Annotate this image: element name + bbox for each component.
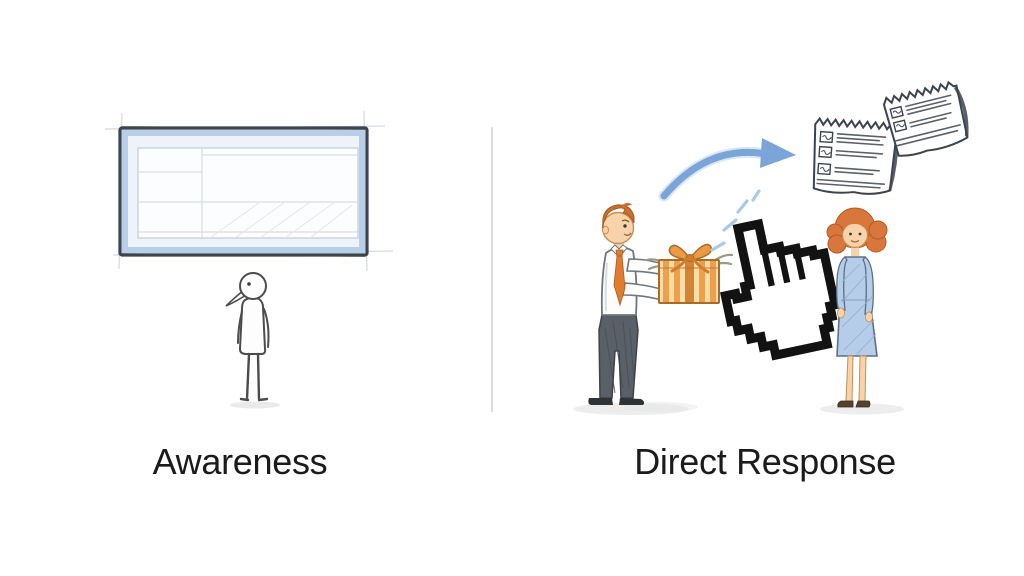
figure-eye <box>247 282 251 286</box>
receipt-text-lines <box>895 94 961 147</box>
viewer-stick-figure-icon <box>225 272 280 409</box>
man-eye <box>623 224 627 228</box>
billboard-sketch-stroke <box>118 126 369 257</box>
arrowhead <box>760 138 796 168</box>
man-shoe <box>588 398 613 405</box>
dress-hatching <box>841 263 877 355</box>
woman-leg <box>845 355 854 402</box>
receipt-text-lines <box>816 133 887 189</box>
receipt-document-icon <box>882 80 969 157</box>
man-neck <box>614 241 624 253</box>
man-brow <box>621 219 630 223</box>
woman-fringe <box>843 219 867 232</box>
woman-eye <box>858 232 862 236</box>
pants-hatching <box>604 320 635 394</box>
man-smile <box>623 232 632 236</box>
woman-smile <box>850 239 860 243</box>
gift-box-icon <box>645 243 734 304</box>
tie-knot <box>615 249 624 257</box>
figure-head <box>239 272 267 300</box>
billboard-wireframe <box>138 148 358 238</box>
cursor-hand-icon <box>720 218 841 361</box>
cursor-silhouette <box>720 218 841 361</box>
click-sparkles-icon <box>710 189 761 252</box>
direct-response-label: Direct Response <box>634 441 896 482</box>
man-shoe <box>619 398 645 405</box>
billboard-sketch-icon <box>104 110 394 272</box>
receipt-checkboxes <box>889 105 908 133</box>
woman-shoe <box>837 400 854 408</box>
awareness-label: Awareness <box>152 441 328 482</box>
woman-leg <box>858 355 867 402</box>
figure-nose <box>225 288 247 307</box>
bow-knot <box>685 254 695 262</box>
conversion-arrow-icon <box>658 138 796 202</box>
figure-limbs <box>237 308 270 402</box>
man-shadow <box>573 403 689 415</box>
receipt-checkboxes <box>817 130 834 176</box>
man-tie <box>613 255 626 307</box>
woman-sleeve <box>836 256 848 311</box>
woman-hand <box>865 311 873 323</box>
billboard-blue-band <box>122 130 365 253</box>
woman-shoe <box>855 400 871 408</box>
cursor-finger-lines <box>760 249 806 287</box>
woman-eye <box>849 232 852 236</box>
figure-shadow <box>230 401 280 409</box>
gift-stripes <box>663 261 716 302</box>
bow-loop <box>690 243 713 261</box>
woman-sleeve <box>862 256 874 315</box>
man-ear <box>602 225 609 235</box>
billboard-hatching <box>209 201 353 239</box>
billboard-screen <box>137 147 359 239</box>
bow-loop <box>668 244 690 261</box>
figure-torso <box>238 296 267 355</box>
woman-neck <box>851 246 859 256</box>
panel-divider <box>491 127 493 412</box>
man-hair <box>602 204 635 229</box>
gift-ribbon <box>685 261 694 302</box>
customer-woman-icon <box>820 207 904 415</box>
woman-hand <box>837 307 845 319</box>
